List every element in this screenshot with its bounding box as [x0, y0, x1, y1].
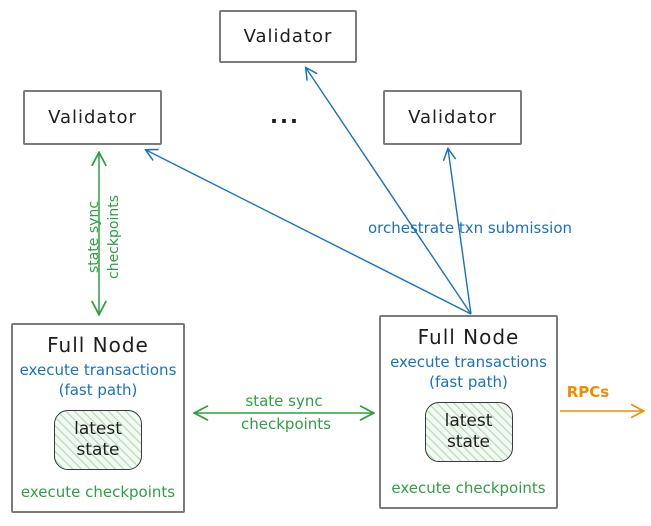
state-sync-vertical-label: state sync checkpoints — [81, 177, 127, 297]
full-node-left-title: Full Node — [47, 333, 149, 357]
validator-left-label: Validator — [48, 107, 137, 128]
full-node-left-exec: execute transactions (fast path) — [20, 360, 177, 401]
full-node-left-exec-line2: (fast path) — [58, 381, 138, 400]
latest-state-left-line2: state — [76, 439, 120, 460]
latest-state-box-left: latest state — [54, 409, 142, 470]
latest-state-left-line1: latest — [74, 419, 122, 440]
full-node-left-exec-line1: execute transactions — [19, 361, 177, 379]
full-node-left-footer: execute checkpoints — [20, 483, 176, 501]
validator-right-label: Validator — [408, 107, 497, 128]
full-node-right-exec-line1: execute transactions — [390, 353, 547, 371]
state-sync-horizontal-line1: state sync — [245, 392, 323, 410]
full-node-right-footer: execute checkpoints — [391, 479, 546, 497]
latest-state-right-line1: latest — [444, 411, 493, 432]
validator-box-top: Validator — [219, 10, 357, 63]
rpcs-label: RPCs — [566, 383, 610, 401]
full-node-box-left: Full Node execute transactions (fast pat… — [11, 323, 185, 513]
full-node-box-right: Full Node execute transactions (fast pat… — [379, 315, 558, 509]
latest-state-box-right: latest state — [424, 401, 513, 462]
state-sync-vertical-line2: checkpoints — [106, 195, 122, 279]
arrow-orchestrate-to-left-validator — [146, 150, 472, 315]
arrow-orchestrate-to-top-validator — [306, 68, 472, 315]
validator-box-right: Validator — [383, 90, 522, 145]
full-node-right-title: Full Node — [417, 325, 520, 349]
full-node-right-exec: execute transactions (fast path) — [390, 352, 547, 393]
full-node-right-exec-line2: (fast path) — [429, 373, 508, 392]
state-sync-vertical-line1: state sync — [85, 200, 102, 274]
latest-state-right-line2: state — [446, 431, 491, 452]
validator-box-left: Validator — [23, 90, 162, 145]
arrow-orchestrate-to-right-validator — [448, 149, 472, 315]
orchestrate-label: orchestrate txn submission — [367, 219, 573, 237]
state-sync-horizontal-line2: checkpoints — [241, 415, 331, 433]
validator-top-label: Validator — [243, 26, 333, 47]
validators-ellipsis: ... — [270, 104, 300, 128]
